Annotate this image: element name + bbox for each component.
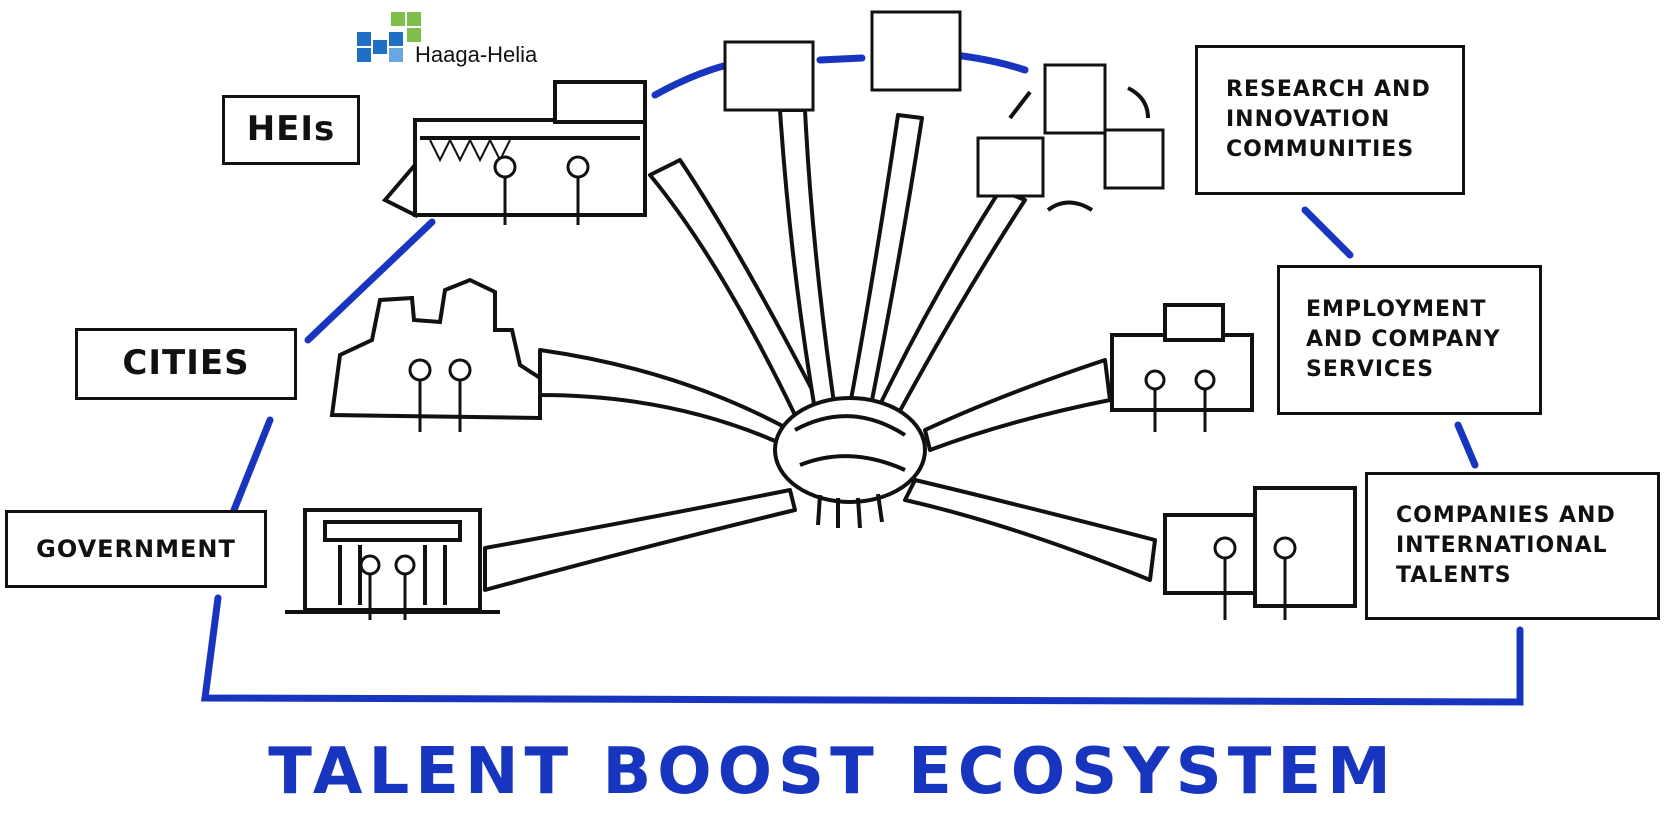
employment-line-2: AND COMPANY [1306,327,1501,353]
city-skyline-icon [329,277,542,421]
university-building-icon [381,80,647,219]
ecosystem-outline [201,51,1524,706]
cities-box: CITIES [75,328,297,400]
companies-label: COMPANIES AND INTERNATIONAL TALENTS [1396,501,1616,590]
haaga-helia-logo-icon [357,12,421,62]
logo-name: Haaga-Helia [415,42,538,67]
cycle-arrows-icon [1008,86,1150,212]
diagram-title: TALENT BOOST ECOSYSTEM [268,735,1397,809]
arms [483,108,1157,592]
employment-line-1: EMPLOYMENT [1306,297,1487,323]
heis-label: HEIs [246,109,336,150]
office-building-icon [1110,303,1254,412]
research-people-icon [723,10,1165,198]
research-box: RESEARCH AND INNOVATION COMMUNITIES [1195,45,1465,195]
research-label: RESEARCH AND INNOVATION COMMUNITIES [1226,75,1431,164]
handshake-icon [773,396,927,529]
cities-label: CITIES [122,343,250,384]
employment-line-3: SERVICES [1306,356,1435,382]
government-box: GOVERNMENT [5,510,267,588]
companies-box: COMPANIES AND INTERNATIONAL TALENTS [1365,472,1660,620]
government-building-icon [285,508,500,614]
person-icon [359,155,1297,620]
heis-box: HEIs [222,95,360,165]
government-label: GOVERNMENT [36,534,236,563]
employment-label: EMPLOYMENT AND COMPANY SERVICES [1306,295,1501,384]
company-building-icon [1163,486,1357,608]
research-line-2: INNOVATION [1226,107,1391,133]
companies-line-2: INTERNATIONAL [1396,533,1608,559]
companies-line-3: TALENTS [1396,562,1512,588]
employment-box: EMPLOYMENT AND COMPANY SERVICES [1277,265,1542,415]
research-line-3: COMMUNITIES [1226,136,1415,162]
research-line-1: RESEARCH AND [1226,77,1431,103]
companies-line-1: COMPANIES AND [1396,503,1616,529]
